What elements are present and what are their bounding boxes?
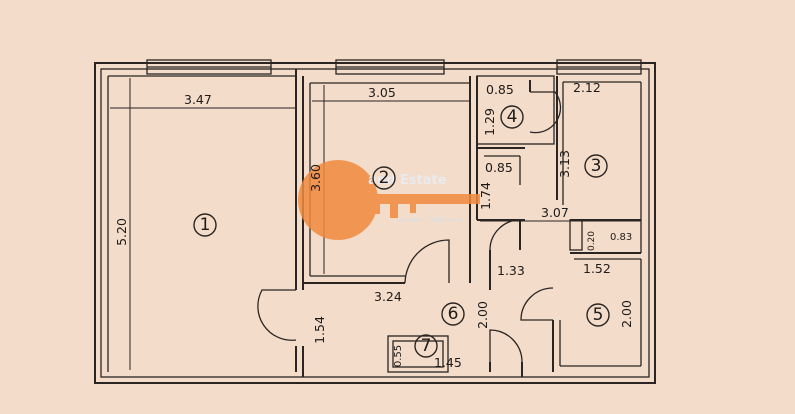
outer-walls	[94, 62, 656, 384]
dimension-labels: 3.47 5.20 3.05 3.60 0.85 1.29 0.85 1.74 …	[114, 80, 634, 370]
room-5-circle	[586, 303, 610, 327]
room-4-label: 4	[507, 107, 518, 127]
dim-r1-width: 3.47	[184, 92, 212, 107]
dim-r2-height: 3.60	[308, 164, 323, 192]
dim-closet-width: 0.85	[485, 160, 513, 175]
room-4-circle	[500, 105, 524, 129]
dimension-lines	[110, 78, 641, 370]
watermark-logo: and Estate agentie imobiliara	[298, 160, 480, 240]
dim-closet-height: 1.74	[478, 182, 493, 210]
dim-r7-height: 0.55	[393, 345, 404, 367]
room-7-label: 7	[421, 336, 432, 356]
room-labels: 1 2 3 4 5 6 7	[193, 105, 610, 358]
room-1-circle	[193, 213, 217, 237]
room-1-label: 1	[200, 215, 211, 235]
room-7-circle	[414, 334, 438, 358]
dim-r5-width: 1.52	[583, 261, 611, 276]
dim-r1-height: 5.20	[114, 218, 129, 246]
room-2-circle	[372, 166, 396, 190]
dim-r3-bottom: 3.07	[541, 205, 569, 220]
hallway-walls	[257, 219, 523, 377]
room-3-circle	[584, 154, 608, 178]
dim-r4-width: 0.85	[486, 82, 514, 97]
dim-r6-width: 1.33	[497, 263, 525, 278]
room-3-label: 3	[591, 156, 602, 176]
room-6-circle	[441, 302, 465, 326]
dim-r2-width: 3.05	[368, 85, 396, 100]
room-6-label: 6	[448, 304, 459, 324]
watermark-tagline: agentie imobiliara	[398, 216, 461, 224]
room-5-label: 5	[593, 305, 604, 325]
dim-niche-b: 0.83	[610, 232, 632, 243]
room-2-label: 2	[379, 168, 390, 188]
dim-r6-height: 2.00	[475, 301, 490, 329]
dim-r3-height: 3.13	[557, 150, 572, 178]
windows	[146, 59, 642, 75]
dim-niche-a: 0.20	[587, 231, 597, 251]
dim-r4-height: 1.29	[482, 108, 497, 136]
room-5-walls	[520, 259, 642, 372]
dim-r3-width: 2.12	[573, 80, 601, 95]
dim-hall-width: 3.24	[374, 289, 402, 304]
dim-hall-height: 1.54	[312, 316, 327, 344]
dim-r5-height: 2.00	[619, 300, 634, 328]
dim-r7-width: 1.45	[434, 355, 462, 370]
watermark-brand: and Estate	[368, 173, 447, 188]
